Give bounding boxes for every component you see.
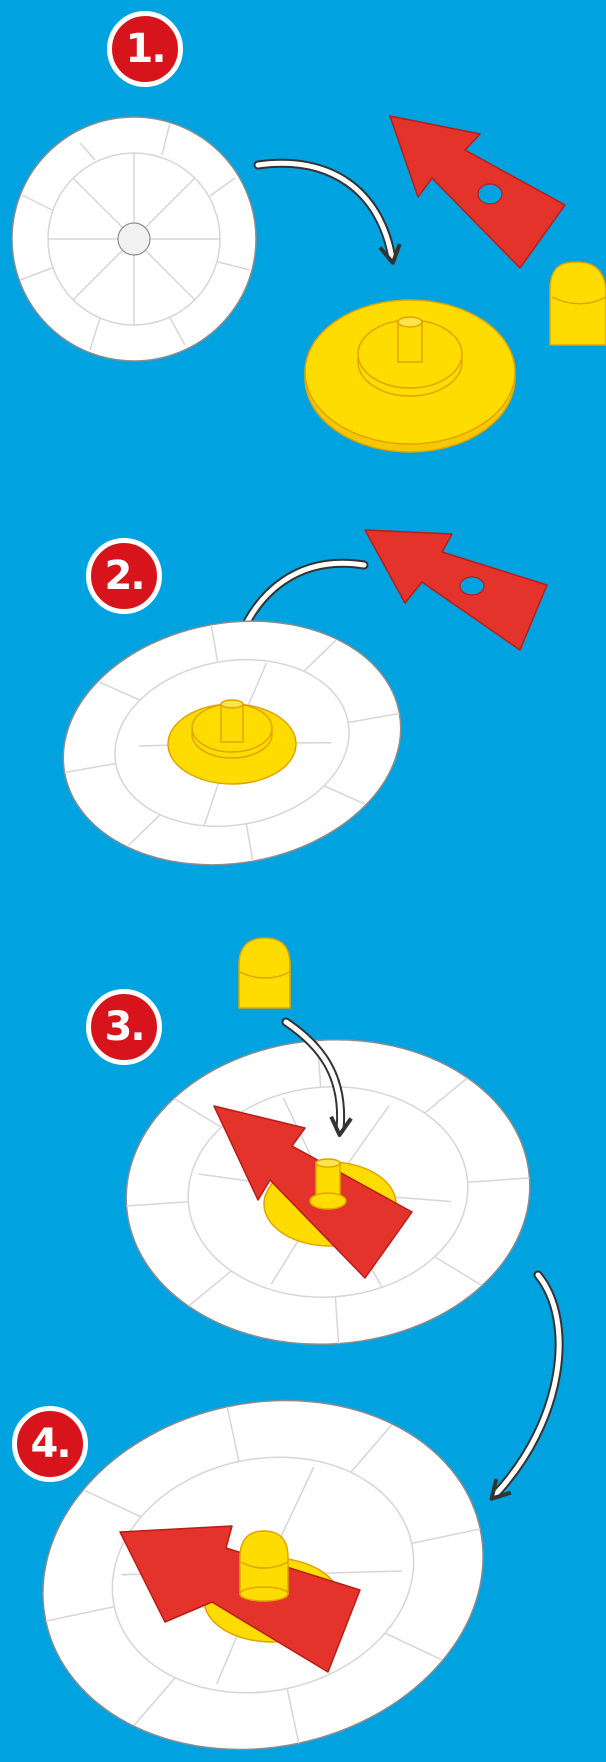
red-arrow-piece [365, 530, 547, 650]
step-number: 3. [104, 1004, 143, 1050]
yellow-spinner-base [305, 300, 515, 452]
step-4-illustration [10, 1361, 516, 1762]
red-arrow-piece [390, 116, 565, 268]
step-badge-2: 2. [86, 538, 162, 614]
spinner-peg [310, 1159, 346, 1209]
step-number: 1. [125, 26, 164, 72]
step-1-illustration [12, 116, 606, 452]
curved-arrow-icon [495, 1275, 559, 1495]
yellow-cap [550, 262, 606, 345]
step-badge-3: 3. [86, 989, 162, 1065]
step-number: 2. [104, 553, 143, 599]
yellow-cap [239, 938, 290, 1008]
step-badge-4: 4. [12, 1406, 88, 1482]
step-number: 4. [30, 1421, 69, 1467]
step-badge-1: 1. [107, 11, 183, 87]
yellow-cap [240, 1531, 288, 1601]
paper-disc [12, 117, 256, 361]
